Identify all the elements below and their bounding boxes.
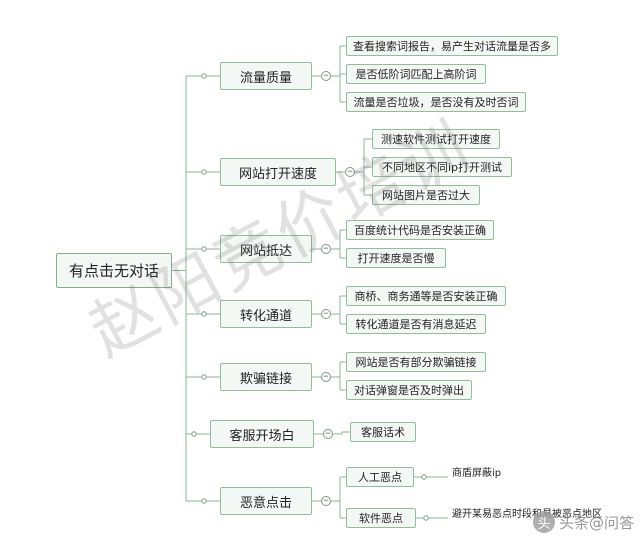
branch-node-2[interactable]: 网站打开速度 (220, 158, 336, 186)
leaf-node-1-2[interactable]: 是否低阶词匹配上高阶词 (346, 64, 486, 84)
branch-node-1[interactable]: 流量质量 (220, 62, 312, 90)
leaf-node-3-2-label: 打开速度是否慢 (357, 252, 435, 265)
connector-dot (201, 311, 207, 317)
branch-node-1-label: 流量质量 (239, 70, 292, 86)
leaf-node-1-1-label: 查看搜索词报告，易产生对话流量是否多 (353, 40, 551, 53)
branch-node-6-label: 客服开场白 (229, 428, 295, 444)
collapse-toggle-6[interactable]: − (323, 429, 333, 439)
connector-dot (201, 246, 207, 252)
collapse-toggle-3[interactable]: − (321, 244, 331, 254)
collapse-toggle-5[interactable]: − (321, 372, 331, 382)
connector-dot (201, 169, 207, 175)
collapse-toggle-1[interactable]: − (321, 71, 331, 81)
branch-node-7[interactable]: 恶意点击 (220, 487, 312, 515)
branch-node-5-label: 欺骗链接 (239, 371, 292, 387)
leaf-note-7-2: 避开某易恶点时段和易被恶点地区 (452, 509, 602, 520)
connector-dot (201, 498, 207, 504)
leaf-node-5-1[interactable]: 网站是否有部分欺骗链接 (346, 352, 486, 372)
leaf-node-3-1[interactable]: 百度统计代码是否安装正确 (346, 220, 494, 240)
leaf-node-4-1[interactable]: 商桥、商务通等是否安装正确 (346, 286, 506, 306)
connector-dot (423, 515, 429, 521)
leaf-node-2-2[interactable]: 不同地区不同ip打开测试 (372, 157, 512, 177)
leaf-node-4-1-label: 商桥、商务通等是否安装正确 (354, 290, 498, 303)
branch-node-6[interactable]: 客服开场白 (210, 420, 314, 448)
brand-logo: 头 头条@问答 (532, 511, 634, 533)
leaf-node-4-2[interactable]: 转化通道是否有消息延迟 (346, 314, 486, 334)
leaf-node-5-2[interactable]: 对话弹窗是否及时弹出 (346, 380, 472, 400)
leaf-node-3-2[interactable]: 打开速度是否慢 (346, 248, 446, 268)
leaf-node-1-3-label: 流量是否垃圾，是否没有及时否词 (353, 96, 519, 109)
leaf-node-2-1-label: 测速软件测试打开速度 (381, 133, 491, 146)
leaf-node-2-1[interactable]: 测速软件测试打开速度 (372, 129, 500, 149)
branch-node-5[interactable]: 欺骗链接 (220, 363, 312, 391)
leaf-node-1-1[interactable]: 查看搜索词报告，易产生对话流量是否多 (346, 36, 558, 56)
leaf-node-2-3-label: 网站图片是否过大 (382, 189, 470, 202)
leaf-node-5-2-label: 对话弹窗是否及时弹出 (354, 384, 464, 397)
leaf-node-7-2-label: 软件恶点 (359, 512, 403, 525)
branch-node-4-label: 转化通道 (239, 308, 292, 324)
collapse-toggle-4[interactable]: − (321, 309, 331, 319)
branch-node-7-label: 恶意点击 (239, 495, 292, 511)
leaf-node-2-3[interactable]: 网站图片是否过大 (372, 185, 480, 205)
leaf-node-3-1-label: 百度统计代码是否安装正确 (354, 224, 486, 237)
leaf-node-7-1-label: 人工恶点 (358, 471, 402, 484)
root-node[interactable]: 有点击无对话 (56, 253, 172, 288)
leaf-node-4-2-label: 转化通道是否有消息延迟 (355, 318, 477, 331)
collapse-toggle-2[interactable]: − (345, 167, 355, 177)
leaf-node-5-1-label: 网站是否有部分欺骗链接 (355, 356, 477, 369)
leaf-node-2-2-label: 不同地区不同ip打开测试 (381, 161, 503, 174)
brand-text: 头条@问答 (558, 513, 634, 532)
branch-node-3[interactable]: 网站抵达 (220, 235, 312, 263)
toutiao-icon: 头 (532, 511, 555, 533)
connector-dot (201, 73, 207, 79)
branch-node-3-label: 网站抵达 (239, 243, 292, 259)
connector-dot (201, 374, 207, 380)
collapse-toggle-7[interactable]: − (321, 496, 331, 506)
leaf-note-7-1: 商盾屏蔽ip (452, 468, 502, 479)
leaf-node-6-1-label: 客服话术 (361, 426, 405, 439)
leaf-node-1-2-label: 是否低阶词匹配上高阶词 (355, 68, 477, 81)
leaf-node-7-1[interactable]: 人工恶点 (346, 467, 414, 487)
leaf-node-1-3[interactable]: 流量是否垃圾，是否没有及时否词 (346, 92, 526, 112)
branch-node-2-label: 网站打开速度 (238, 166, 317, 182)
root-label: 有点击无对话 (68, 262, 159, 280)
branch-node-4[interactable]: 转化通道 (220, 300, 312, 328)
connector-dot (191, 431, 197, 437)
connector-dot (421, 474, 427, 480)
leaf-node-6-1[interactable]: 客服话术 (350, 422, 416, 442)
leaf-node-7-2[interactable]: 软件恶点 (346, 508, 416, 528)
